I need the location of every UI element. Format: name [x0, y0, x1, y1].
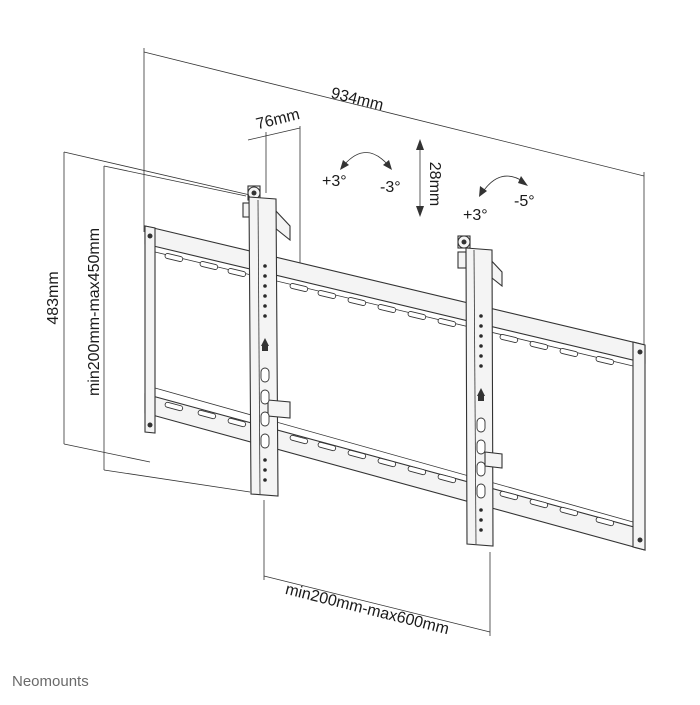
tilt-indicator-right: +3° -5° — [463, 175, 535, 224]
right-vertical-bracket — [457, 235, 503, 547]
tilt-right-plus: +3° — [463, 207, 488, 224]
height-dimension: 483mm — [45, 151, 251, 463]
left-vertical-bracket — [242, 185, 291, 497]
tilt-indicator-left: +3° -3° — [322, 152, 401, 196]
vertical-adjust-dimension: 28mm — [416, 139, 443, 217]
tilt-left-plus: +3° — [322, 173, 347, 190]
tilt-left-minus: -3° — [380, 179, 401, 196]
tilt-right-minus: -5° — [514, 193, 535, 210]
vesa-label: min200mm-max600mm — [284, 581, 451, 638]
screen-height-dimension: min200mm-max450mm — [86, 165, 251, 493]
vesa-dimension: min200mm-max600mm — [263, 500, 491, 638]
vertical-adjust-label: 28mm — [426, 162, 443, 206]
top-rail-slots — [164, 253, 615, 365]
brand-logo: Neomounts — [12, 673, 89, 690]
height-label: 483mm — [45, 271, 62, 324]
width-dimension: 934mm — [143, 48, 645, 352]
width-label: 934mm — [329, 85, 385, 114]
screen-height-label: min200mm-max450mm — [86, 228, 103, 396]
bottom-rail-slots — [164, 401, 615, 527]
wall-frame — [144, 225, 646, 551]
